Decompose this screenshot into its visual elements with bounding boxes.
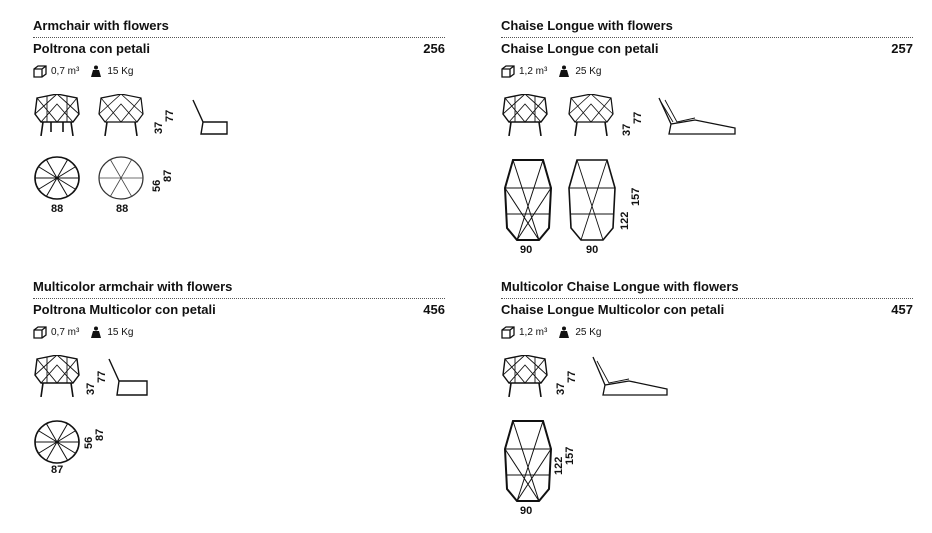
weight-value: 15 Kg [107, 66, 134, 77]
chaise-top-back-drawing [568, 159, 616, 241]
width-dim: 87 [51, 464, 64, 476]
height-dim: 77 [566, 370, 578, 383]
height-dim: 77 [632, 111, 644, 124]
divider [33, 298, 445, 299]
chaise-back-drawing [568, 94, 614, 136]
multicolor-chaise-side-drawing [592, 356, 668, 396]
multicolor-armchair-side-drawing [108, 358, 148, 396]
armchair-top-back-drawing [98, 156, 144, 200]
weight-value: 25 Kg [575, 327, 602, 338]
armchair-top-drawing [34, 156, 80, 200]
length-dim-b: 157 [630, 187, 642, 206]
height-dim: 77 [164, 109, 176, 122]
product-code: 456 [423, 302, 445, 317]
armchair-front-drawing [34, 94, 80, 136]
depth-dim: 87 [94, 428, 106, 441]
divider [33, 37, 445, 38]
multicolor-armchair-front-drawing [34, 355, 80, 397]
divider [501, 298, 913, 299]
product-title-en: Multicolor armchair with flowers [33, 279, 233, 294]
multicolor-chaise-front-drawing [502, 355, 548, 397]
product-256: Armchair with flowers Poltrona con petal… [33, 18, 445, 268]
weight-value: 25 Kg [575, 66, 602, 77]
multicolor-armchair-top-drawing [34, 420, 80, 464]
box-icon [33, 65, 47, 78]
chaise-front-drawing [502, 94, 548, 136]
product-457: Multicolor Chaise Longue with flowers Ch… [501, 279, 913, 529]
product-title-en: Armchair with flowers [33, 18, 169, 33]
width-dim: 90 [520, 505, 533, 517]
divider [501, 37, 913, 38]
width-dim-b: 88 [116, 203, 129, 215]
length-dim-a: 122 [619, 211, 631, 230]
width-dim-a: 90 [520, 244, 533, 256]
product-title-en: Multicolor Chaise Longue with flowers [501, 279, 739, 294]
weight-icon [559, 326, 570, 338]
product-257: Chaise Longue with flowers Chaise Longue… [501, 18, 913, 268]
box-icon [501, 65, 515, 78]
volume-value: 1,2 m³ [519, 327, 548, 338]
box-icon [33, 326, 47, 339]
product-code: 257 [891, 41, 913, 56]
product-title-en: Chaise Longue with flowers [501, 18, 673, 33]
specs-row: 0,7 m³ 15 Kg [33, 326, 133, 339]
product-code: 457 [891, 302, 913, 317]
product-code: 256 [423, 41, 445, 56]
chaise-top-drawing [503, 159, 553, 241]
specs-row: 1,2 m³ 25 Kg [501, 326, 601, 339]
height-seat-dim: 37 [85, 382, 97, 395]
multicolor-chaise-top-drawing [503, 420, 553, 502]
weight-value: 15 Kg [107, 327, 134, 338]
product-title-it: Poltrona Multicolor con petali [33, 302, 216, 317]
weight-icon [91, 326, 102, 338]
specs-row: 1,2 m³ 25 Kg [501, 65, 601, 78]
armchair-back-drawing [98, 94, 144, 136]
width-dim-b: 90 [586, 244, 599, 256]
volume-value: 1,2 m³ [519, 66, 548, 77]
product-456: Multicolor armchair with flowers Poltron… [33, 279, 445, 529]
weight-icon [559, 65, 570, 77]
product-title-it: Chaise Longue con petali [501, 41, 659, 56]
volume-value: 0,7 m³ [51, 327, 80, 338]
specs-row: 0,7 m³ 15 Kg [33, 65, 133, 78]
weight-icon [91, 65, 102, 77]
product-title-it: Poltrona con petali [33, 41, 151, 56]
chaise-side-drawing [658, 97, 736, 135]
height-seat-dim: 37 [621, 123, 633, 136]
volume-value: 0,7 m³ [51, 66, 80, 77]
product-title-it: Chaise Longue Multicolor con petali [501, 302, 725, 317]
length-dim-b: 157 [564, 446, 576, 465]
armchair-side-drawing [192, 99, 228, 135]
depth-dim: 87 [162, 169, 174, 182]
width-dim-a: 88 [51, 203, 64, 215]
height-seat-dim: 37 [153, 121, 165, 134]
box-icon [501, 326, 515, 339]
height-seat-dim: 37 [555, 382, 567, 395]
